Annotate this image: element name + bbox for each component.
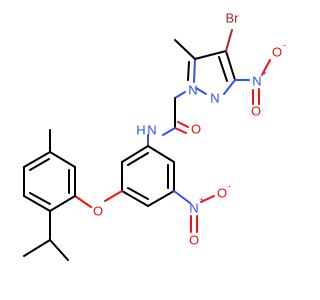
bond-isopropyl-me1 [23, 239, 51, 257]
bond-nitro-bot-o1 [200, 195, 215, 203]
bond-n1-c5 [193, 58, 196, 83]
atom-o-nitro-top-2: O [251, 104, 261, 119]
bond-c4-br [225, 29, 233, 52]
bond-carbonyl-n [162, 127, 176, 136]
bond-ar2-f [49, 195, 76, 212]
atom-n-nitro-bot: N [189, 201, 198, 216]
atom-br: Br [226, 11, 240, 26]
bond-n1-c5-double [187, 61, 190, 81]
bond-isopropyl-me2 [49, 239, 69, 261]
atom-o-ether: O [93, 204, 103, 219]
bond-c5-c4 [194, 50, 227, 60]
bond-o-ar2 [74, 195, 92, 208]
bond-ar1-c [147, 190, 175, 207]
bond-c4-c3 [225, 50, 236, 81]
atom-n-amide: N [147, 123, 156, 138]
bond-ar1-f [121, 145, 149, 163]
charge-plus-bot: + [199, 195, 204, 205]
atom-n1-pyrazole: N [188, 83, 197, 98]
atom-h-amide: H [136, 123, 145, 138]
bond-c4-c3-double [218, 56, 228, 82]
atom-n2-pyrazole: N [210, 91, 219, 106]
atom-o-amide: O [191, 122, 201, 137]
bond-c3-n2 [223, 79, 236, 95]
bond-ar1-f-double [127, 152, 149, 166]
charge-minus-top: - [283, 40, 286, 50]
atom-n-nitro-top: N [252, 74, 261, 89]
bond-ar2-c-double [29, 158, 50, 171]
bond-ar1-a [147, 145, 175, 163]
bond-ar1-nitro [173, 190, 191, 204]
bond-c5-methyl [174, 39, 196, 60]
bond-ar1-o [104, 190, 123, 202]
atom-o-nitro-bot-2: O [189, 233, 199, 248]
bond-carbonyl-o [174, 127, 187, 134]
atom-o-nitro-top-1: O [272, 45, 282, 60]
bond-n1-ch2 [174, 91, 186, 99]
charge-minus-bot: - [228, 181, 231, 191]
charge-plus-top: + [262, 68, 267, 78]
bond-ar1-d-double [127, 187, 149, 200]
bond-n2-n1 [195, 87, 207, 95]
bond-ar1-d [121, 190, 149, 207]
bond-carbonyl-o-double [177, 121, 189, 128]
bond-ar2-e [23, 195, 51, 212]
bond-nitro-top-o1 [261, 59, 271, 76]
bond-ar2-e-double [29, 192, 51, 205]
atom-o-nitro-bot-1: O [217, 186, 227, 201]
molecule-diagram: Br N N N + O - O O N H O N + O - O [23, 11, 286, 261]
bond-ar2-b [49, 151, 76, 168]
bonds [23, 29, 271, 261]
bond-ar2-c [23, 151, 51, 168]
atom-labels: Br N N N + O - O O N H O N + O - O [93, 11, 286, 248]
